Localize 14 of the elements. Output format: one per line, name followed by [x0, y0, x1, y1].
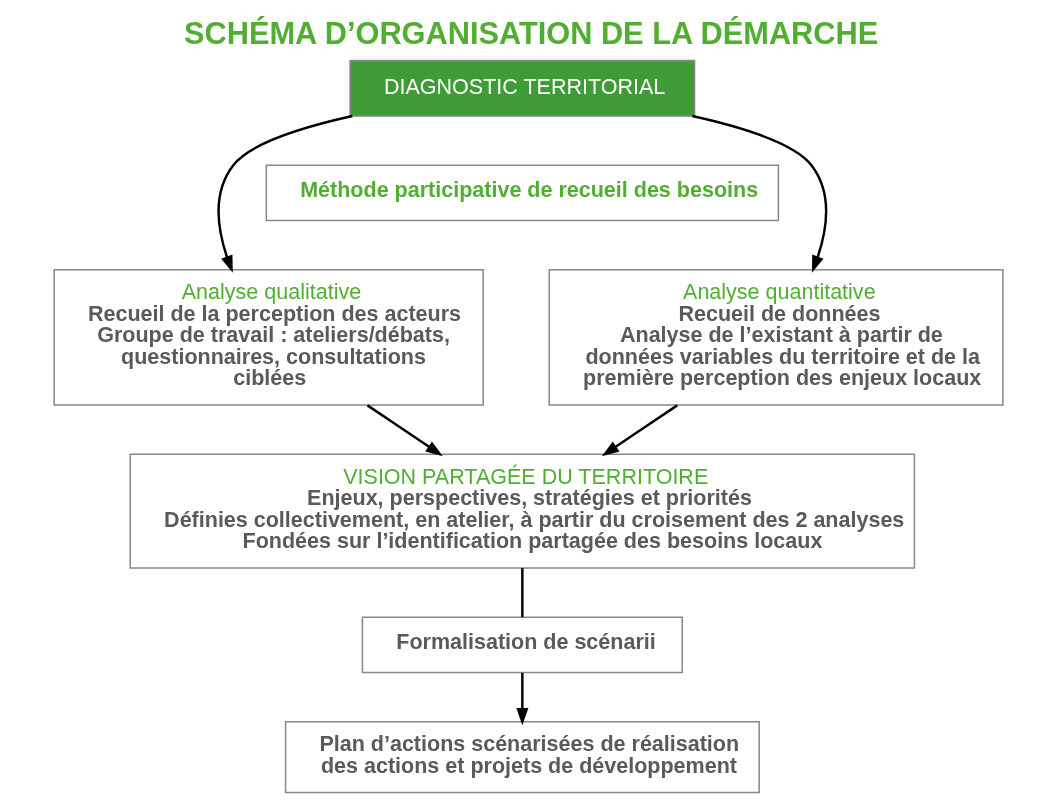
arrow — [692, 114, 828, 273]
node-box: DIAGNOSTIC TERRITORIAL — [349, 59, 696, 117]
node-box: Analyse quantitative Recueil de données Analyse de l’existant à partir de données variables du territoire et de la première perception des enjeux locaux — [548, 268, 1004, 406]
arrow — [366, 404, 443, 457]
node-box: VISION PARTAGÉE DU TERRITOIRE Enjeux, perspectives, stratégies et priorités Définies collectivement, en atelier, à partir du croisement des 2 analyses Fondées sur l’identification partagée des besoins locaux — [129, 453, 916, 569]
diagram-title: SCHÉMA D’ORGANISATION DE LA DÉMARCHE — [184, 15, 879, 51]
node-box: Formalisation de scénarii — [361, 616, 684, 674]
arrow — [516, 672, 529, 726]
connector — [521, 568, 524, 618]
arrow — [217, 114, 353, 273]
node-box: Analyse qualitative Recueil de la perception des acteurs Groupe de travail : ateliers/débats, questionnaires, consultations ciblées — [53, 268, 484, 406]
node-box: Plan d’actions scénarisées de réalisation des actions et projets de développement — [284, 721, 760, 794]
arrow — [601, 404, 678, 457]
node-box: Méthode participative de recueil des besoins — [265, 164, 780, 222]
